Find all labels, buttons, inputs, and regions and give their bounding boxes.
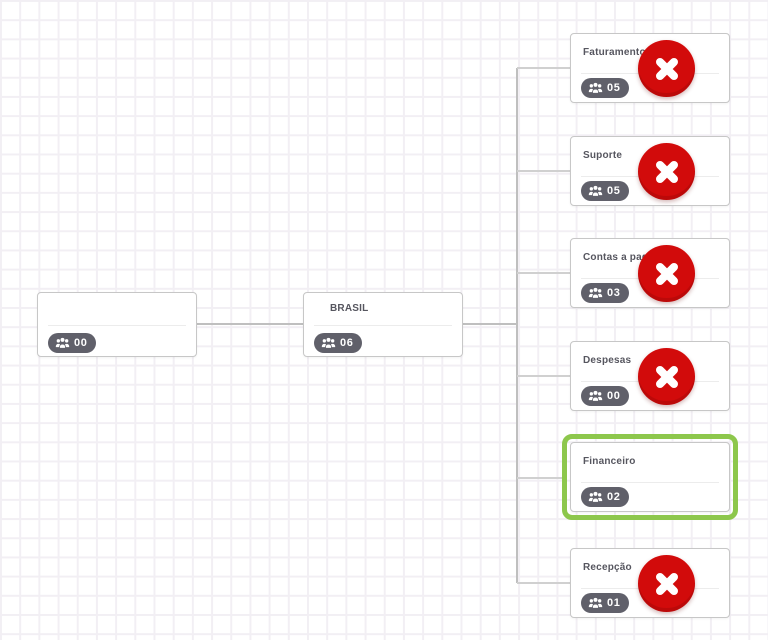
node-title: Recepção	[583, 562, 632, 573]
x-icon	[655, 57, 678, 80]
remove-node-button[interactable]	[638, 143, 695, 200]
org-node-brasil[interactable]: BRASIL 06	[303, 292, 463, 357]
member-count: 03	[607, 286, 621, 299]
member-count: 00	[74, 336, 88, 349]
member-count-badge: 06	[314, 333, 363, 353]
x-icon	[655, 365, 678, 388]
member-count: 05	[607, 184, 621, 197]
org-node-faturamento[interactable]: Faturamento 05	[570, 33, 730, 103]
x-icon	[655, 160, 678, 183]
member-count-badge: 03	[581, 283, 630, 303]
org-node-despesas[interactable]: Despesas 00	[570, 341, 730, 411]
node-divider	[314, 325, 452, 326]
users-icon	[588, 287, 603, 299]
remove-node-button[interactable]	[638, 348, 695, 405]
selected-node-highlight: Financeiro 02	[562, 434, 738, 520]
node-title: Contas a pagar	[583, 252, 659, 263]
member-count: 01	[607, 596, 621, 609]
users-icon	[588, 597, 603, 609]
member-count-badge: 00	[581, 386, 630, 406]
org-node-suporte[interactable]: Suporte 05	[570, 136, 730, 206]
member-count-badge: 01	[581, 593, 630, 613]
org-node-recepcao[interactable]: Recepção 01	[570, 548, 730, 618]
member-count-badge: 00	[48, 333, 97, 353]
org-node-root[interactable]: 00	[37, 292, 197, 357]
member-count: 06	[340, 336, 354, 349]
org-node-contas-a-pagar[interactable]: Contas a pagar 03	[570, 238, 730, 308]
node-title: Financeiro	[583, 456, 636, 467]
users-icon	[55, 337, 70, 349]
x-icon	[655, 572, 678, 595]
member-count-badge: 05	[581, 78, 630, 98]
remove-node-button[interactable]	[638, 40, 695, 97]
users-icon	[588, 390, 603, 402]
node-title: Despesas	[583, 355, 632, 366]
member-count: 02	[607, 490, 621, 503]
remove-node-button[interactable]	[638, 555, 695, 612]
node-divider	[581, 482, 719, 483]
member-count: 05	[607, 81, 621, 94]
users-icon	[321, 337, 336, 349]
member-count: 00	[607, 389, 621, 402]
node-title: BRASIL	[330, 303, 369, 314]
node-title: Faturamento	[583, 47, 646, 58]
users-icon	[588, 185, 603, 197]
member-count-badge: 05	[581, 181, 630, 201]
node-title: Suporte	[583, 150, 623, 161]
remove-node-button[interactable]	[638, 245, 695, 302]
x-icon	[655, 262, 678, 285]
node-divider	[48, 325, 186, 326]
users-icon	[588, 82, 603, 94]
users-icon	[588, 491, 603, 503]
member-count-badge: 02	[581, 487, 630, 507]
org-node-financeiro[interactable]: Financeiro 02	[570, 442, 730, 512]
